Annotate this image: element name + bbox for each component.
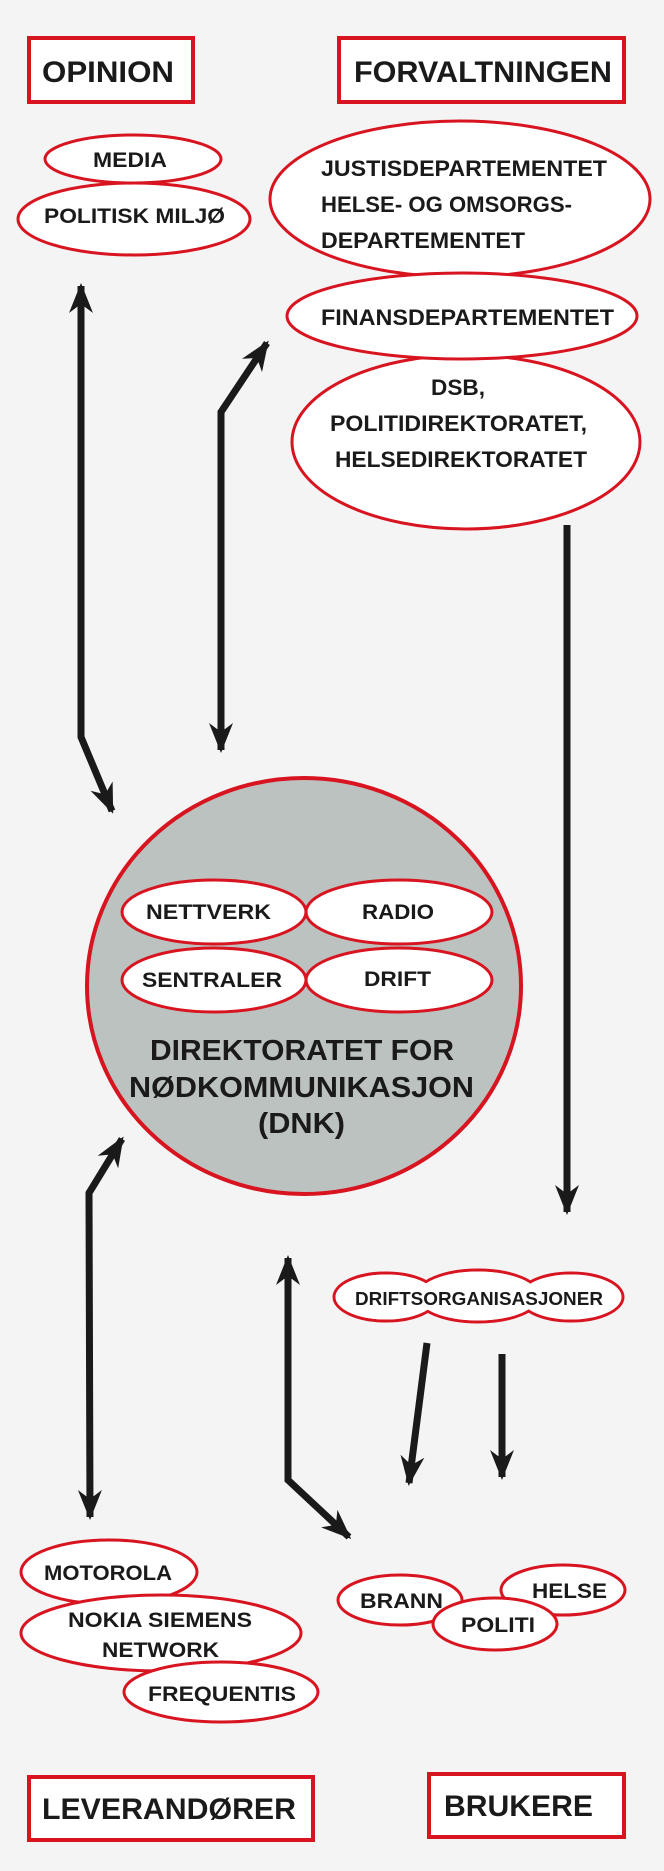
driftsorganisasjoner-cloud: DRIFTSORGANISASJONER bbox=[332, 1268, 625, 1324]
dnk-title-line-3: (DNK) bbox=[258, 1108, 345, 1140]
arrow-drift-brukere-1 bbox=[400, 1342, 431, 1486]
svg-text:BRANN: BRANN bbox=[360, 1590, 443, 1613]
svg-text:HELSE: HELSE bbox=[532, 1580, 607, 1603]
arrow-dnk-leverandorer bbox=[77, 1136, 125, 1520]
svg-text:SENTRALER: SENTRALER bbox=[142, 969, 282, 992]
svg-text:MOTOROLA: MOTOROLA bbox=[44, 1562, 172, 1585]
unit-radio: RADIO bbox=[304, 878, 494, 946]
forvaltningen-title: FORVALTNINGEN bbox=[354, 56, 612, 89]
user-politi: POLITI bbox=[431, 1596, 559, 1652]
arrow-dnk-brukere bbox=[276, 1255, 352, 1540]
opinion-item-politisk-miljo: POLITISK MILJØ bbox=[16, 181, 252, 257]
driftsorganisasjoner-label: DRIFTSORGANISASJONER bbox=[355, 1289, 603, 1309]
unit-nettverk: NETTVERK bbox=[120, 878, 308, 946]
opinion-title: OPINION bbox=[42, 56, 174, 89]
svg-text:POLITIDIREKTORATET,: POLITIDIREKTORATET, bbox=[330, 411, 587, 436]
svg-text:DSB,: DSB, bbox=[431, 375, 485, 400]
arrow-opinion-dnk bbox=[69, 283, 116, 814]
svg-text:FINANSDEPARTEMENTET: FINANSDEPARTEMENTET bbox=[321, 305, 615, 330]
svg-text:HELSE- OG OMSORGS-: HELSE- OG OMSORGS- bbox=[321, 192, 572, 217]
supplier-nokia-siemens-network: NOKIA SIEMENS NETWORK bbox=[19, 1593, 303, 1673]
svg-text:DEPARTEMENTET: DEPARTEMENTET bbox=[321, 228, 526, 253]
brukere-box: BRUKERE bbox=[427, 1772, 626, 1839]
forvaltning-item-justis-helse: JUSTISDEPARTEMENTET HELSE- OG OMSORGS- D… bbox=[268, 119, 652, 279]
opinion-box: OPINION bbox=[27, 36, 195, 104]
svg-text:NETTVERK: NETTVERK bbox=[146, 901, 271, 924]
svg-text:HELSEDIREKTORATET: HELSEDIREKTORATET bbox=[335, 447, 588, 472]
forvaltningen-box: FORVALTNINGEN bbox=[337, 36, 626, 104]
supplier-frequentis: FREQUENTIS bbox=[122, 1660, 320, 1724]
forvaltning-item-dsb-direktorater: DSB, POLITIDIREKTORATET, HELSEDIREKTORAT… bbox=[290, 353, 642, 531]
svg-text:NETWORK: NETWORK bbox=[102, 1639, 219, 1662]
arrow-forvaltning-dnk bbox=[209, 340, 270, 753]
dnk-title-line-1: DIREKTORATET FOR bbox=[150, 1035, 454, 1067]
brukere-title: BRUKERE bbox=[444, 1790, 593, 1823]
leverandorer-title: LEVERANDØRER bbox=[42, 1793, 296, 1826]
svg-text:FREQUENTIS: FREQUENTIS bbox=[148, 1683, 296, 1706]
leverandorer-box: LEVERANDØRER bbox=[27, 1775, 315, 1842]
opinion-item-media: MEDIA bbox=[43, 133, 223, 185]
dnk-center: NETTVERK RADIO SENTRALER DRIFT DIREKTORA… bbox=[85, 776, 523, 1196]
svg-text:DRIFT: DRIFT bbox=[364, 968, 431, 991]
supplier-motorola: MOTOROLA bbox=[19, 1538, 199, 1606]
dnk-title-line-2: NØDKOMMUNIKASJON bbox=[129, 1072, 474, 1104]
svg-text:MEDIA: MEDIA bbox=[93, 149, 167, 172]
svg-text:POLITI: POLITI bbox=[461, 1614, 535, 1637]
svg-text:POLITISK MILJØ: POLITISK MILJØ bbox=[44, 205, 225, 228]
svg-text:NOKIA SIEMENS: NOKIA SIEMENS bbox=[68, 1609, 252, 1632]
user-brann: BRANN bbox=[336, 1573, 464, 1627]
forvaltning-item-finans: FINANSDEPARTEMENTET bbox=[285, 271, 639, 361]
unit-drift: DRIFT bbox=[304, 946, 494, 1014]
svg-text:RADIO: RADIO bbox=[362, 901, 434, 924]
unit-sentraler: SENTRALER bbox=[120, 946, 308, 1014]
svg-text:JUSTISDEPARTEMENTET: JUSTISDEPARTEMENTET bbox=[321, 156, 608, 181]
